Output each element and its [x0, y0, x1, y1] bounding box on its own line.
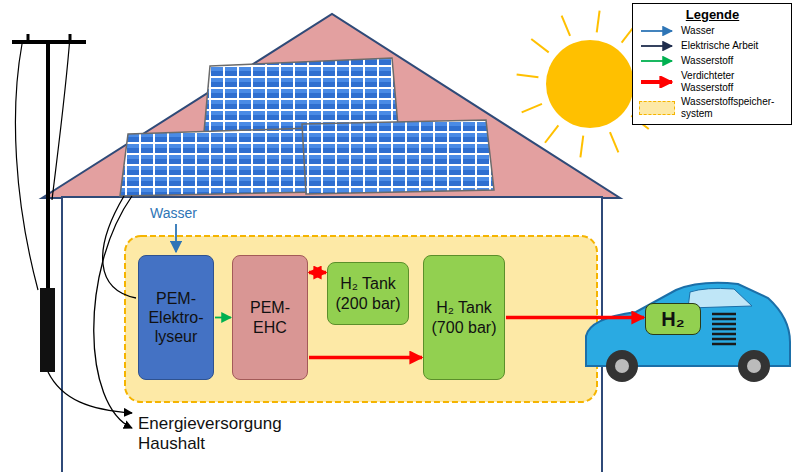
sun-ray — [531, 39, 548, 52]
solar-panel — [302, 120, 494, 194]
supply-wire — [48, 372, 132, 413]
grille-slat — [712, 313, 736, 316]
sun-ray — [562, 16, 570, 36]
car — [586, 283, 790, 382]
legend-text: Wasserstoff — [681, 55, 733, 67]
box-label: PEM- Elektro- lyseur — [142, 289, 210, 347]
solar-panel — [120, 128, 318, 196]
legend-sample — [639, 25, 675, 37]
legend-sample — [639, 76, 675, 88]
flow-arrow — [309, 356, 422, 360]
sun-ray — [545, 125, 558, 142]
sun-ray — [517, 74, 539, 77]
legend-row: Wasser — [639, 25, 786, 37]
pole — [46, 40, 50, 292]
sun-ray — [522, 104, 542, 112]
grille-slat — [712, 338, 736, 341]
power-pole — [12, 34, 86, 372]
legend-swatch — [639, 101, 675, 115]
wheel — [606, 350, 638, 382]
process-box: PEM- EHC — [232, 255, 308, 380]
grille-slat — [712, 323, 736, 326]
pv-wire — [94, 196, 132, 428]
solar-panel — [204, 58, 398, 132]
water-arrow — [175, 224, 177, 252]
flow-arrow — [215, 317, 231, 319]
box-label: PEM- EHC — [236, 298, 304, 336]
legend-line — [641, 60, 672, 62]
legend-sample — [639, 40, 675, 52]
water-label: Wasser — [150, 205, 197, 222]
legend-row: Verdichteter Wasserstoff — [639, 70, 786, 93]
legend-sample — [639, 55, 675, 67]
tank-box: H₂ Tank (200 bar) — [327, 262, 409, 325]
tank-box: H₂ Tank (700 bar) — [423, 255, 505, 380]
box-label: H₂ Tank (700 bar) — [427, 298, 501, 336]
supply-label: Energieversorgung Haushalt — [138, 414, 308, 455]
legend-text: Wasserstoffspeicher- system — [681, 96, 786, 119]
wheel — [738, 350, 770, 382]
legend-line — [641, 45, 672, 47]
grille-slat — [712, 318, 736, 321]
wheel-hub — [747, 359, 761, 373]
house-wall — [62, 197, 602, 472]
legend-row: Wasserstoffspeicher- system — [639, 96, 786, 119]
box-label: H₂ — [661, 307, 684, 331]
insulator — [27, 34, 30, 42]
roof — [42, 14, 620, 198]
grille-slat — [712, 343, 736, 346]
legend-line — [641, 30, 672, 32]
car-grille — [712, 314, 736, 344]
legend-box: LegendeWasserElektrische ArbeitWassersto… — [632, 3, 792, 125]
box-label: H₂ Tank (200 bar) — [331, 274, 405, 312]
flow-arrow — [309, 271, 326, 275]
power-wire — [15, 44, 38, 290]
legend-row: Wasserstoff — [639, 55, 786, 67]
legend-row: Elektrische Arbeit — [639, 40, 786, 52]
grille-slat — [712, 333, 736, 336]
sun-disc — [546, 40, 634, 128]
legend-text: Elektrische Arbeit — [681, 40, 758, 52]
grille-slat — [712, 328, 736, 331]
electricity-meter — [40, 288, 55, 372]
legend-title: Legende — [639, 7, 786, 22]
process-box: PEM- Elektro- lyseur — [138, 255, 214, 380]
crossbar — [12, 40, 86, 44]
sun-ray — [597, 11, 600, 33]
car-tank-box: H₂ — [645, 303, 701, 335]
sun-ray — [580, 136, 583, 158]
sun-ray — [610, 132, 618, 152]
power-wire — [52, 36, 70, 200]
legend-text: Wasser — [681, 25, 715, 37]
legend-text: Verdichteter Wasserstoff — [681, 70, 786, 93]
flow-arrow — [506, 316, 644, 320]
legend-line — [641, 80, 672, 84]
wheel-hub — [615, 359, 629, 373]
